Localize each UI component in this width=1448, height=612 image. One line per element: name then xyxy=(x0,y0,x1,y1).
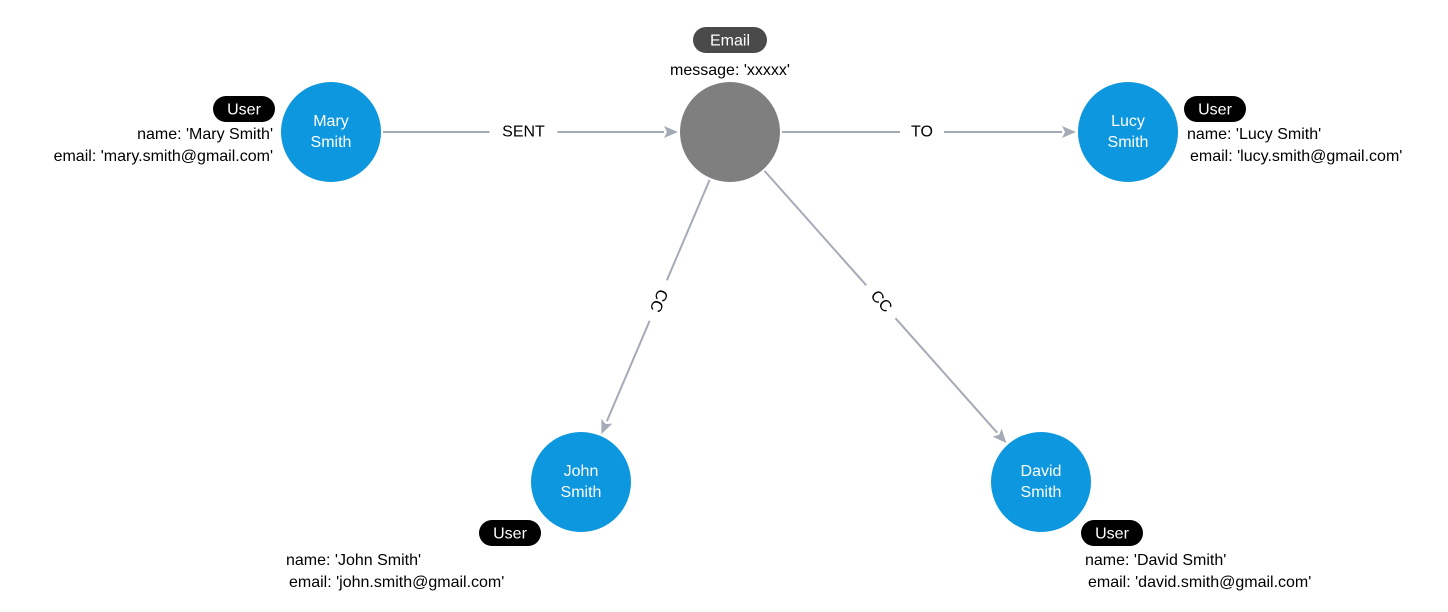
label-badge-background xyxy=(213,96,275,122)
label-badge-background xyxy=(693,27,767,53)
edge-line xyxy=(665,179,711,281)
node-caption: Smith xyxy=(561,484,602,501)
node-caption: Smith xyxy=(1108,134,1149,151)
arrow-head-icon xyxy=(601,418,613,435)
label-badge-text: User xyxy=(1095,526,1129,543)
node-property: email: 'john.smith@gmail.com' xyxy=(289,574,504,591)
node-caption: David xyxy=(1021,463,1062,480)
node-property: name: 'David Smith' xyxy=(1085,552,1226,569)
node-property: email: 'david.smith@gmail.com' xyxy=(1088,574,1311,591)
node-caption: John xyxy=(564,463,599,480)
node-email[interactable]: Email message: 'xxxxx' xyxy=(670,27,790,182)
edge-to[interactable]: TO xyxy=(782,124,1076,141)
edge-sent[interactable]: SENT xyxy=(383,124,678,141)
node-property: name: 'John Smith' xyxy=(286,552,421,569)
node-circle[interactable] xyxy=(680,82,780,182)
arrow-head-icon xyxy=(992,428,1007,444)
edge-line xyxy=(763,170,867,286)
arrow-head-icon xyxy=(664,126,678,138)
label-badge-background xyxy=(1184,96,1246,122)
edge-line xyxy=(605,320,651,422)
label-badge: User xyxy=(479,520,541,546)
arrow-head-icon xyxy=(1062,126,1076,138)
label-badge-text: User xyxy=(227,102,261,119)
node-caption: Smith xyxy=(311,134,352,151)
edge-cc-john[interactable]: CC xyxy=(601,179,711,435)
edge-label: TO xyxy=(911,124,933,141)
node-caption: Lucy xyxy=(1111,113,1145,130)
label-badge-background xyxy=(1081,520,1143,546)
edge-label: SENT xyxy=(502,124,545,141)
node-property: name: 'Lucy Smith' xyxy=(1187,126,1321,143)
label-badge: User xyxy=(1081,520,1143,546)
node-caption: Mary xyxy=(313,113,349,130)
label-badge-text: User xyxy=(493,526,527,543)
edge-label: CC xyxy=(867,287,895,316)
edge-line xyxy=(894,317,998,434)
node-circle[interactable] xyxy=(281,82,381,182)
node-caption: Smith xyxy=(1021,484,1062,501)
node-property: message: 'xxxxx' xyxy=(670,62,790,79)
node-property: email: 'mary.smith@gmail.com' xyxy=(54,148,273,165)
label-badge: User xyxy=(1184,96,1246,122)
label-badge-background xyxy=(479,520,541,546)
node-circle[interactable] xyxy=(531,432,631,532)
label-badge-text: Email xyxy=(710,33,750,50)
node-circle[interactable] xyxy=(991,432,1091,532)
label-badge: User xyxy=(213,96,275,122)
edge-cc-david[interactable]: CC xyxy=(763,170,1007,444)
label-badge: Email xyxy=(693,27,767,53)
node-property: name: 'Mary Smith' xyxy=(137,126,273,143)
node-circle[interactable] xyxy=(1078,82,1178,182)
label-badge-text: User xyxy=(1198,102,1232,119)
edge-label: CC xyxy=(646,287,671,315)
node-property: email: 'lucy.smith@gmail.com' xyxy=(1190,148,1402,165)
